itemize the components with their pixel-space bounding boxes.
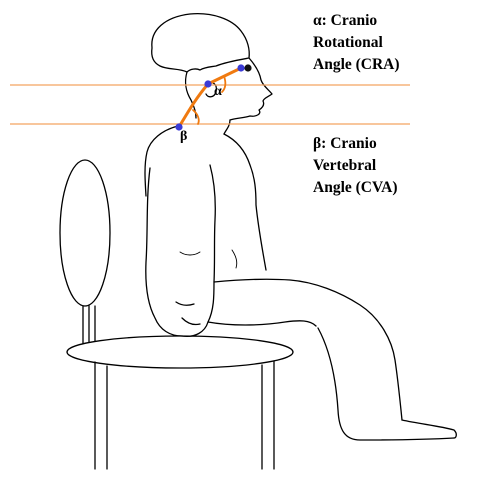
hand-detail: [176, 302, 200, 325]
torso: [145, 126, 266, 270]
shoe: [402, 420, 456, 438]
cva-caption-line2: Vertebral: [313, 155, 398, 177]
beta-symbol: β: [180, 129, 187, 145]
cva-marker-line: [179, 84, 208, 127]
chair-back-posts: [83, 306, 95, 344]
arm: [146, 165, 215, 336]
cva-caption-line3: Angle (CVA): [313, 177, 398, 199]
lower-leg: [318, 328, 454, 440]
cra-caption: α: Cranio Rotational Angle (CRA): [313, 10, 400, 76]
cra-caption-line1: α: Cranio: [313, 10, 400, 32]
neck-front: [224, 120, 230, 134]
cra-caption-line3: Angle (CRA): [313, 54, 400, 76]
chair-seat: [67, 336, 293, 368]
cra-caption-line2: Rotational: [313, 32, 400, 54]
shirt-folds: [180, 250, 237, 268]
chair-legs: [95, 361, 274, 469]
chair-backrest: [60, 160, 110, 306]
alpha-symbol: α: [214, 84, 222, 100]
tragus-dot: [237, 64, 244, 71]
cva-caption-line1: β: Cranio: [313, 133, 398, 155]
c2-dot: [204, 80, 211, 87]
eye-dot: [244, 64, 251, 71]
thigh-under: [208, 321, 316, 326]
head-hair: [152, 14, 250, 72]
cva-caption: β: Cranio Vertebral Angle (CVA): [313, 133, 398, 199]
